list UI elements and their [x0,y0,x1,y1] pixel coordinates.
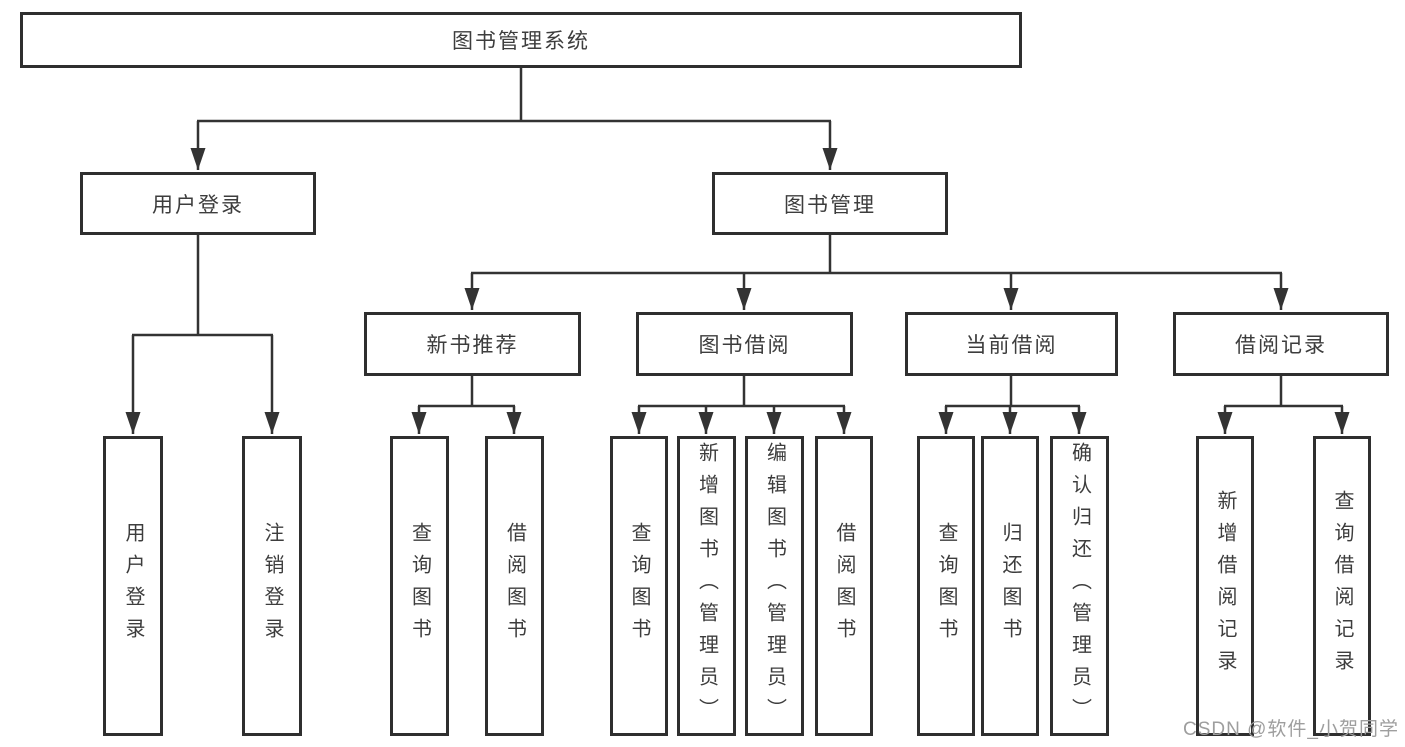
leaf-user-login: 用户登录 [103,436,163,736]
leaf-borrow-query-books: 查询图书 [610,436,668,736]
leaf-label: 查询图书 [628,522,650,650]
leaf-label: 新增借阅记录 [1214,490,1236,682]
node-library-management-system: 图书管理系统 [20,12,1022,68]
node-current-borrowing: 当前借阅 [905,312,1118,376]
leaf-label: 归还图书 [999,522,1021,650]
leaf-current-query-books: 查询图书 [917,436,975,736]
leaf-label: 编辑图书（管理员） [763,442,786,730]
leaf-logout-login: 注销登录 [242,436,302,736]
watermark-csdn: CSDN @软件_小贺同学 [1183,719,1399,740]
leaf-label: 新增图书（管理员） [695,442,718,730]
node-new-book-recommendation: 新书推荐 [364,312,581,376]
leaf-recommend-query-books: 查询图书 [390,436,449,736]
leaf-label: 借阅图书 [503,522,526,650]
leaf-label: 借阅图书 [833,522,855,650]
leaf-label: 用户登录 [122,522,144,650]
node-label: 用户登录 [152,193,244,217]
node-label: 图书管理系统 [452,30,590,53]
leaf-label: 注销登录 [261,522,283,650]
leaf-recommend-borrow-books: 借阅图书 [485,436,544,736]
leaf-label: 查询借阅记录 [1331,490,1353,682]
node-label: 新书推荐 [426,334,519,357]
node-label: 借阅记录 [1235,334,1327,357]
leaf-label: 确认归还（管理员） [1068,442,1091,730]
leaf-borrow-edit-books-admin: 编辑图书（管理员） [745,436,804,736]
leaf-current-confirm-return-admin: 确认归还（管理员） [1050,436,1109,736]
node-user-login: 用户登录 [80,172,316,235]
leaf-label: 查询图书 [408,522,431,650]
leaf-current-return-books: 归还图书 [981,436,1039,736]
node-book-management: 图书管理 [712,172,948,235]
leaf-records-query-borrow-record: 查询借阅记录 [1313,436,1371,736]
leaf-records-add-borrow-record: 新增借阅记录 [1196,436,1254,736]
node-label: 图书管理 [784,193,876,217]
leaf-borrow-add-books-admin: 新增图书（管理员） [677,436,736,736]
node-label: 图书借阅 [698,334,791,357]
node-label: 当前借阅 [965,334,1058,357]
leaf-label: 查询图书 [935,522,957,650]
node-borrowing-records: 借阅记录 [1173,312,1389,376]
leaf-borrow-borrow-books: 借阅图书 [815,436,873,736]
node-book-borrowing: 图书借阅 [636,312,853,376]
